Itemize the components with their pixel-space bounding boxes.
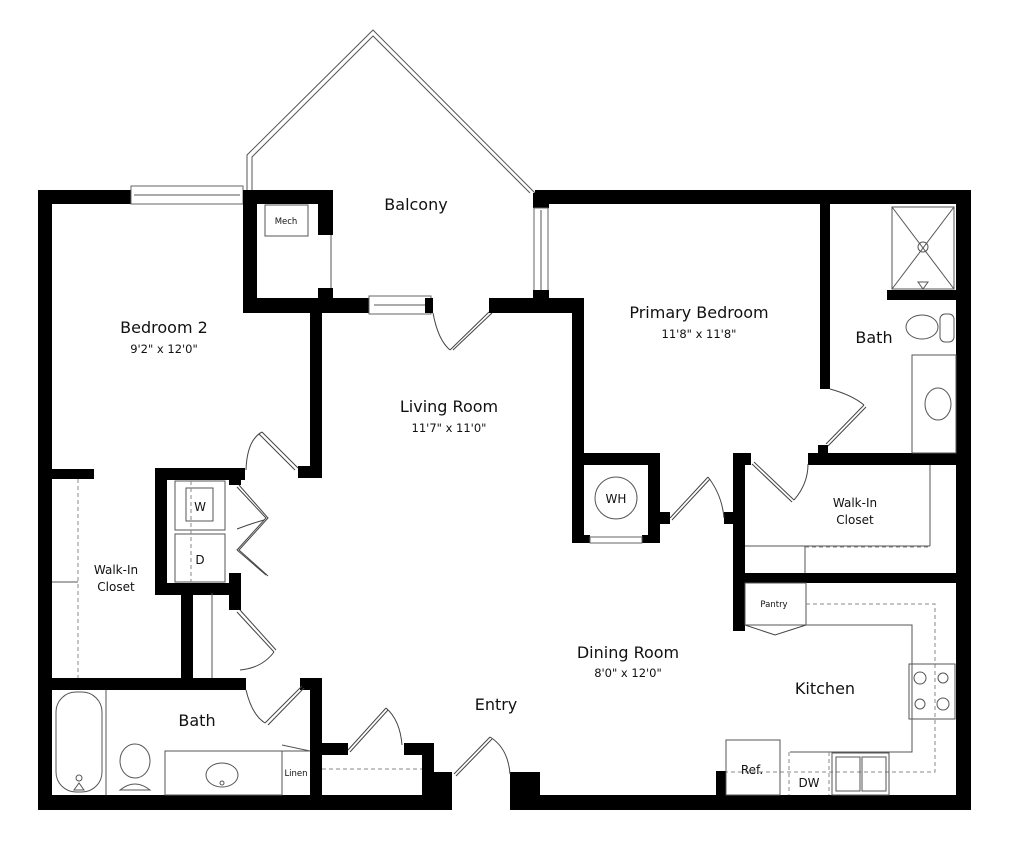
bedroom2-door[interactable]	[245, 431, 299, 471]
primary-closet-door[interactable]	[751, 461, 809, 503]
dining-room-label: Dining Room	[577, 643, 679, 662]
closet-door[interactable]	[211, 593, 277, 678]
water-heater: WH	[589, 476, 643, 544]
pantry-label: Pantry	[760, 600, 787, 610]
mech-closet: Mech	[243, 190, 373, 313]
primary-closet-shelf	[745, 465, 931, 573]
primary-bedroom-door[interactable]	[669, 476, 725, 521]
dining-room-dims: 8'0" x 12'0"	[594, 666, 662, 680]
hall-bath-fixtures: Linen	[55, 690, 311, 796]
dryer-label: D	[195, 553, 204, 567]
entry-closet-door[interactable]	[322, 707, 422, 770]
bedroom2-closet-shelf	[52, 479, 79, 678]
primary-bedroom-label: Primary Bedroom	[629, 303, 768, 322]
kitchen-label: Kitchen	[795, 679, 855, 698]
entry-label: Entry	[475, 695, 518, 714]
hall-bath-door[interactable]	[245, 685, 305, 726]
washer-label: W	[194, 500, 206, 514]
bedroom2-window	[130, 185, 244, 205]
kitchen-fixtures: Pantry Ref. DW	[725, 582, 956, 796]
balcony-window	[368, 295, 433, 315]
primary-bedroom-dims: 11'8" x 11'8"	[662, 327, 737, 341]
living-room-dims: 11'7" x 11'0"	[412, 421, 487, 435]
exterior-walls	[38, 190, 971, 810]
primary-closet-label-2: Closet	[836, 513, 874, 527]
refrigerator-label: Ref.	[741, 763, 763, 777]
bedroom2-closet-label-2: Closet	[97, 580, 135, 594]
balcony-railing	[246, 29, 536, 194]
balcony-door[interactable]	[432, 311, 493, 351]
primary-bath-label: Bath	[855, 328, 892, 347]
living-room-label: Living Room	[400, 397, 498, 416]
primary-bath-fixtures	[891, 206, 957, 454]
hall-bath-label: Bath	[178, 711, 215, 730]
entry-door[interactable]	[453, 736, 511, 777]
water-heater-label: WH	[606, 492, 627, 506]
dishwasher-label: DW	[798, 776, 819, 790]
laundry-bifold-doors[interactable]	[236, 484, 269, 577]
bedroom2-closet-label-1: Walk-In	[94, 563, 138, 577]
primary-bedroom-slider	[533, 193, 549, 302]
mech-label: Mech	[275, 217, 298, 227]
primary-bath-door[interactable]	[825, 388, 867, 447]
linen-label: Linen	[284, 769, 307, 779]
bedroom2-dims: 9'2" x 12'0"	[130, 342, 198, 356]
interior-walls	[38, 204, 956, 808]
primary-closet-label-1: Walk-In	[833, 496, 877, 510]
balcony-label: Balcony	[384, 195, 447, 214]
washer-dryer: W D	[174, 480, 226, 583]
bedroom2-label: Bedroom 2	[120, 318, 208, 337]
